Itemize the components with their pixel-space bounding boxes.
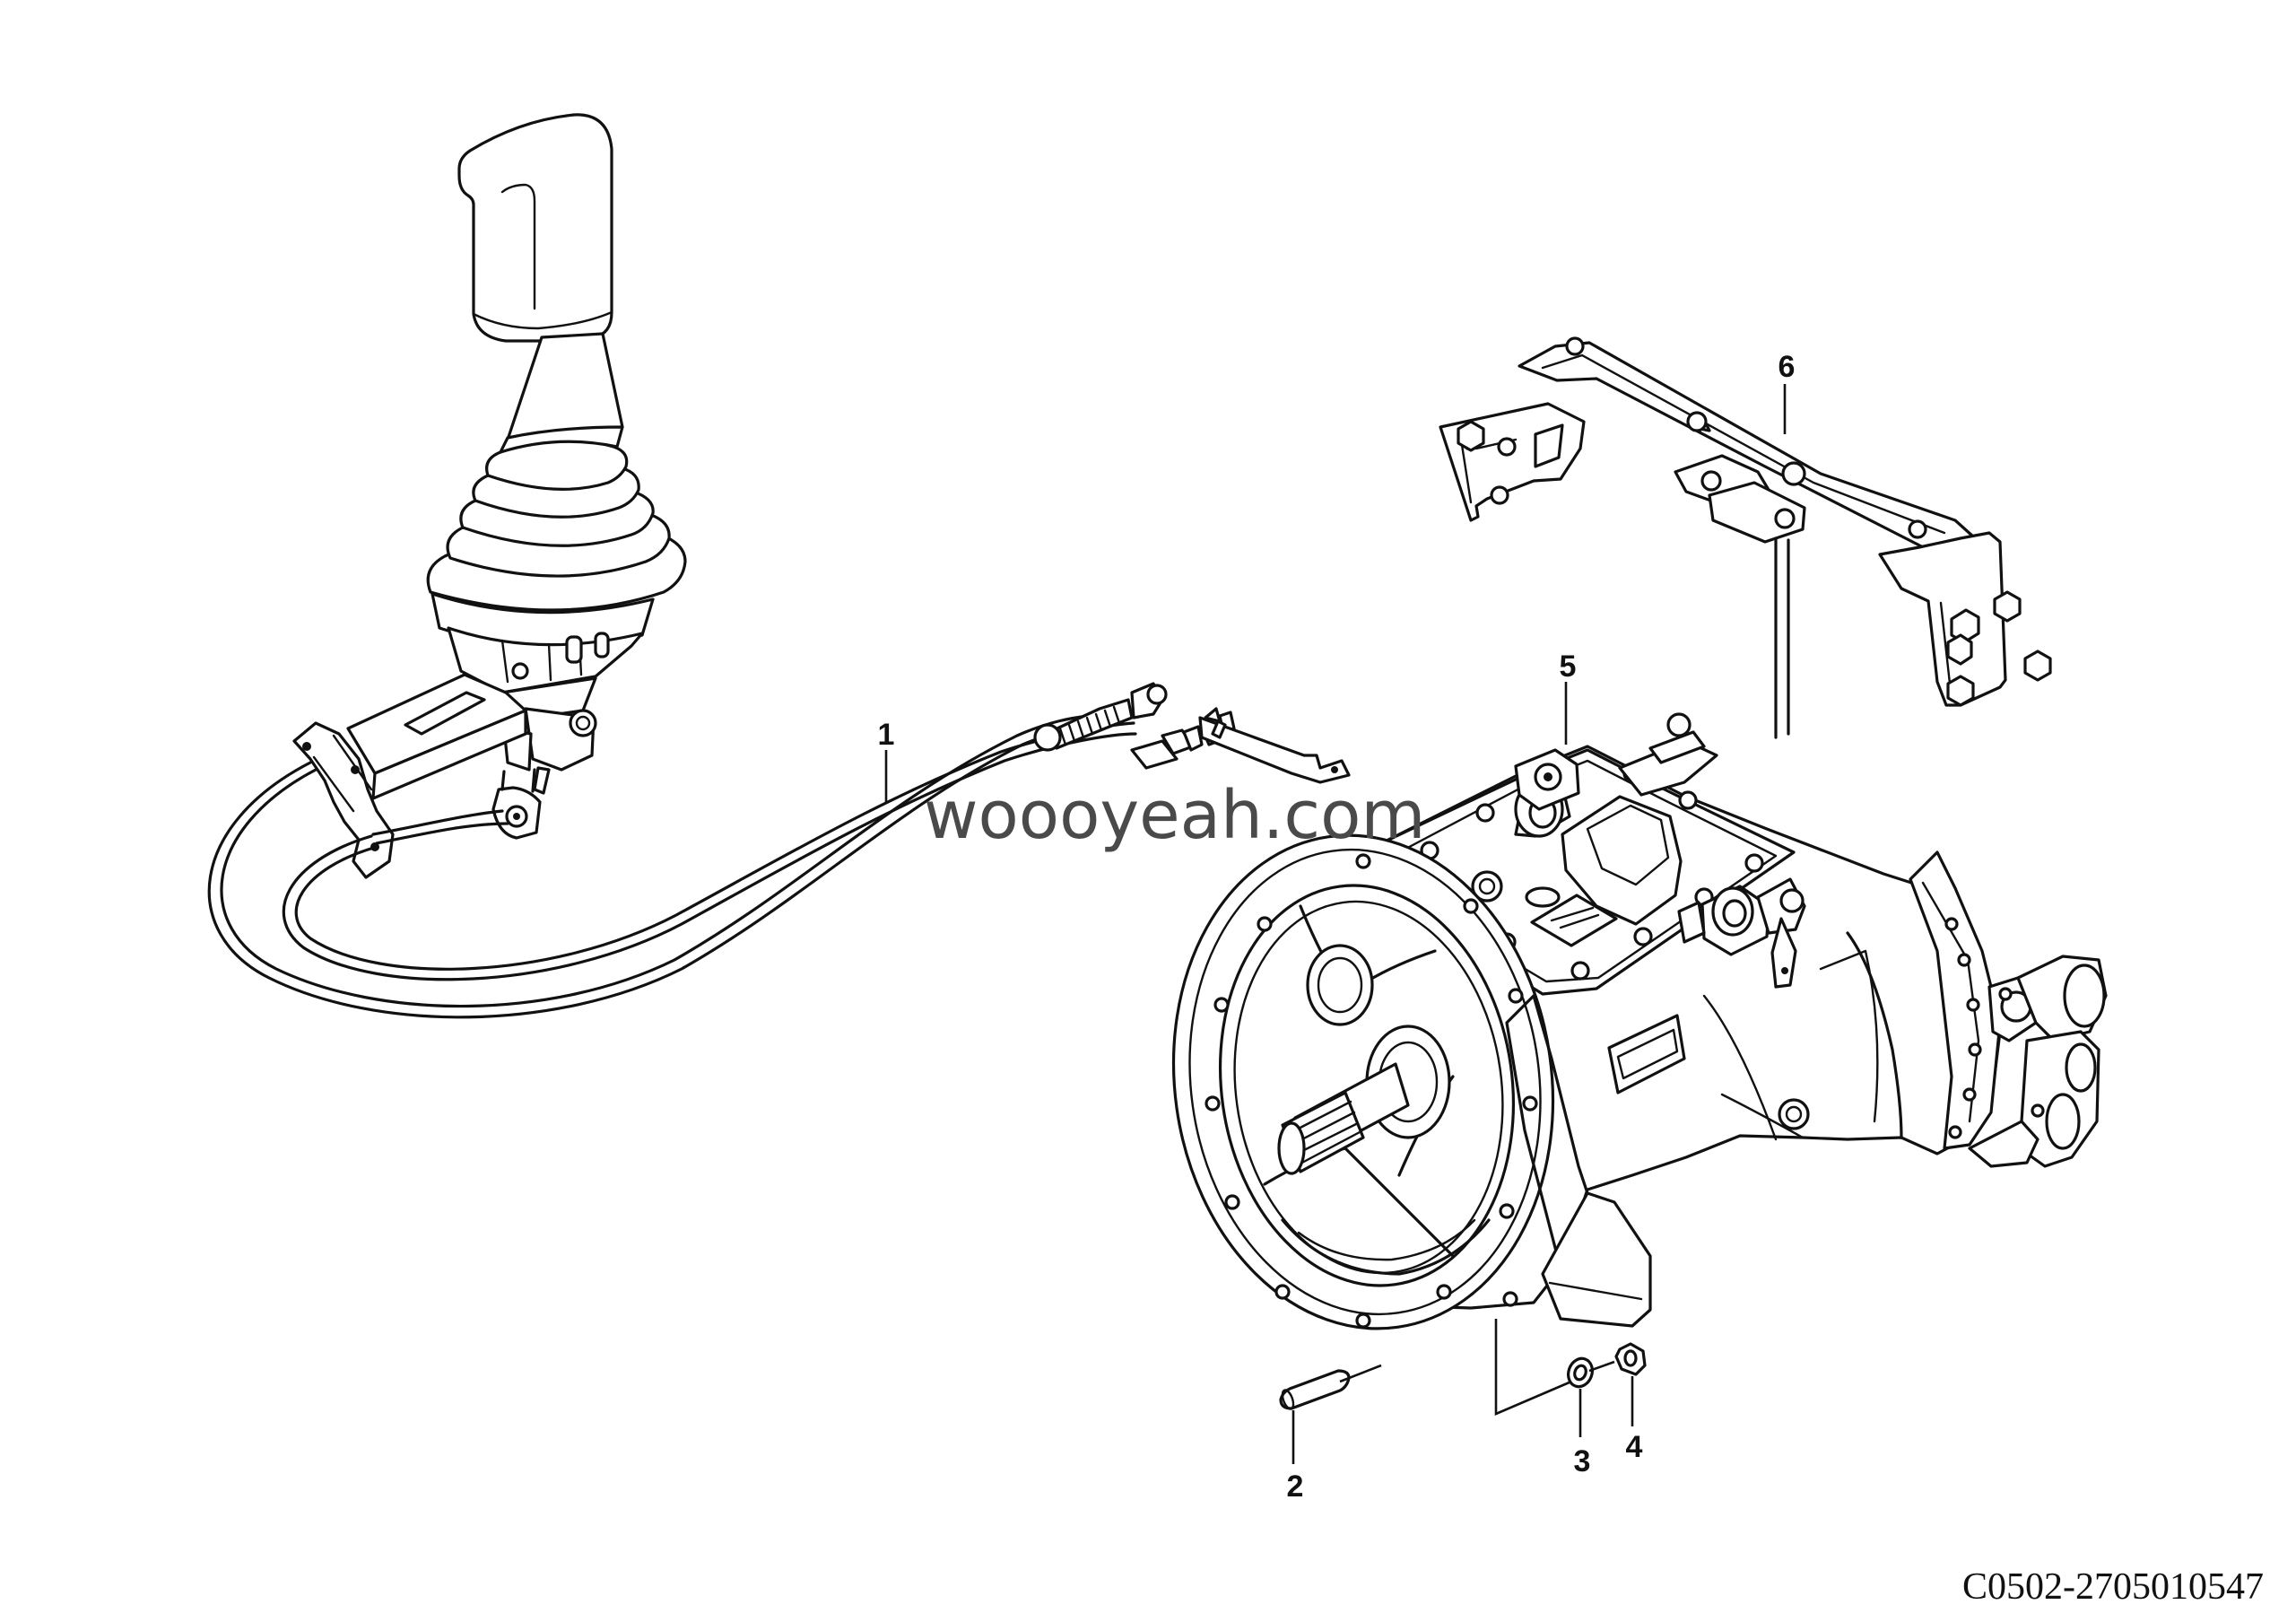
dowel-pin — [1279, 1369, 1351, 1410]
lever-shaft-boot — [506, 332, 624, 442]
cable-spring-sleeve — [1033, 682, 1168, 752]
cover-nameplate — [1530, 894, 1618, 947]
gear-shift-lever-assembly — [292, 113, 687, 879]
callout-1: 1 — [878, 718, 895, 752]
transmission-mounting-bracket — [1439, 336, 2052, 739]
shift-cables — [207, 682, 1351, 1019]
callout-2: 2 — [1287, 1469, 1304, 1504]
rubber-gaiter — [426, 425, 687, 612]
watermark-text: woooyeah.com — [924, 777, 1425, 854]
callout-6: 6 — [1779, 350, 1796, 384]
rear-output-housing — [1909, 850, 2108, 1168]
hex-nut — [1614, 1342, 1647, 1376]
clutch-bell-housing — [1171, 833, 1555, 1330]
callout-3: 3 — [1574, 1444, 1591, 1478]
transmission-gearbox — [1171, 712, 2108, 1330]
lever-mounting-bracket — [292, 673, 527, 879]
lever-pivot-block — [491, 707, 597, 840]
fill-plug — [1471, 870, 1503, 903]
lever-base-housing — [430, 592, 655, 723]
breather-valve — [1514, 748, 1580, 811]
bracket-left-plate — [1439, 402, 1586, 522]
bracket-nuts — [1457, 420, 2052, 707]
cable-end-bracket — [1130, 707, 1351, 784]
callout-5: 5 — [1560, 650, 1577, 684]
lock-washer — [1567, 1356, 1594, 1389]
figure-code: C0502-2705010547 — [1962, 1566, 2264, 1608]
drain-plug — [1778, 1098, 1810, 1130]
callout-4: 4 — [1626, 1430, 1643, 1464]
